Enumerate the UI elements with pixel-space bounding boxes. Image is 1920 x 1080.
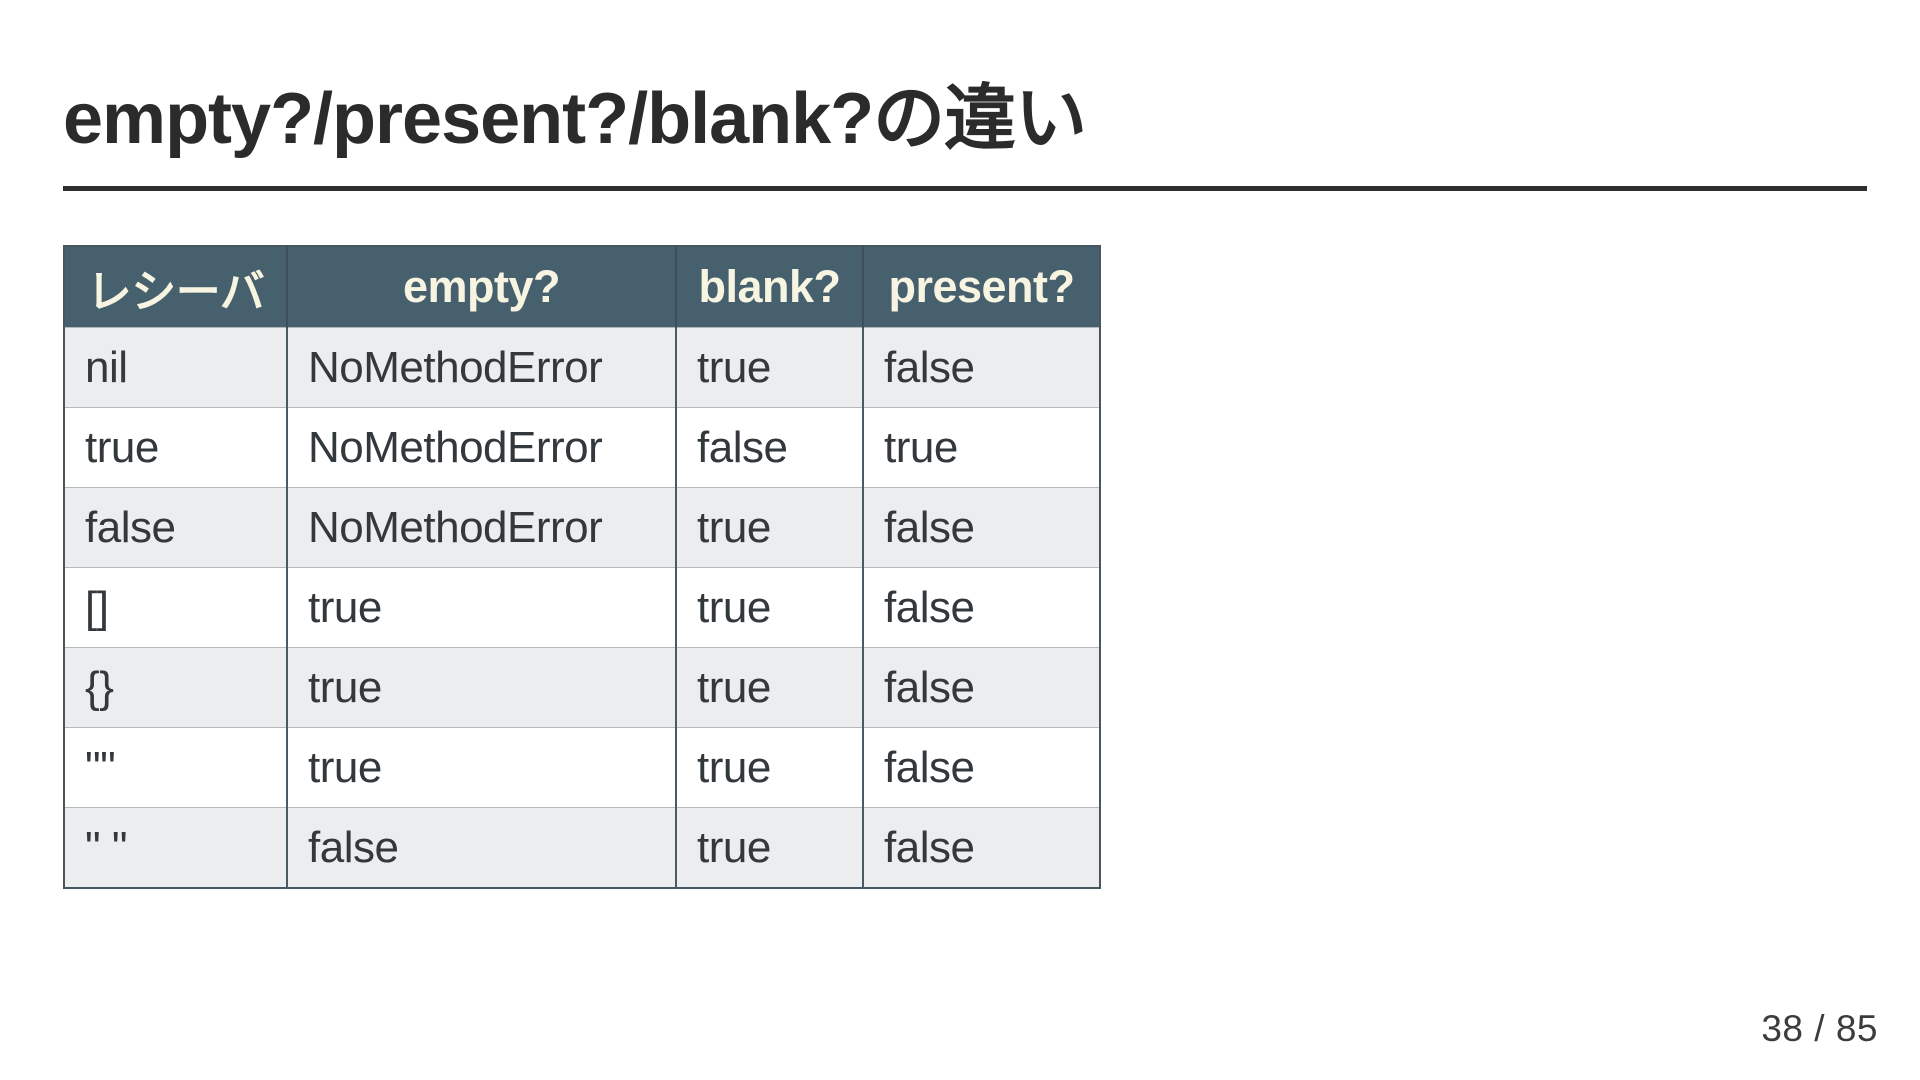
table-row: false NoMethodError true false bbox=[64, 487, 1100, 568]
table-cell: nil bbox=[64, 327, 287, 408]
table-cell: false bbox=[862, 567, 1100, 648]
table-cell: [] bbox=[64, 567, 287, 648]
table-cell: false bbox=[862, 807, 1100, 888]
table-cell: false bbox=[64, 487, 287, 568]
table-cell: " " bbox=[64, 807, 287, 888]
table-row: nil NoMethodError true false bbox=[64, 327, 1100, 408]
table-cell: true bbox=[675, 487, 863, 568]
table-cell: false bbox=[862, 327, 1100, 408]
table-cell: true bbox=[286, 567, 676, 648]
table-row: "" true true false bbox=[64, 727, 1100, 808]
table-cell: true bbox=[675, 727, 863, 808]
table-cell: NoMethodError bbox=[286, 487, 676, 568]
column-header-empty: empty? bbox=[286, 246, 676, 328]
table-cell: true bbox=[286, 727, 676, 808]
table-cell: NoMethodError bbox=[286, 327, 676, 408]
table-cell: true bbox=[675, 327, 863, 408]
column-header-present: present? bbox=[862, 246, 1100, 328]
table-cell: true bbox=[675, 647, 863, 728]
table-row: {} true true false bbox=[64, 647, 1100, 728]
table-cell: false bbox=[862, 647, 1100, 728]
table-cell: true bbox=[286, 647, 676, 728]
table-cell: false bbox=[862, 487, 1100, 568]
table-row: [] true true false bbox=[64, 567, 1100, 648]
table-cell: "" bbox=[64, 727, 287, 808]
comparison-table: レシーバ empty? blank? present? nil NoMethod… bbox=[63, 245, 1101, 889]
table-cell: {} bbox=[64, 647, 287, 728]
column-header-receiver: レシーバ bbox=[64, 246, 287, 328]
table-cell: true bbox=[64, 407, 287, 488]
column-header-blank: blank? bbox=[675, 246, 863, 328]
table-cell: false bbox=[675, 407, 863, 488]
table-row: " " false true false bbox=[64, 807, 1100, 888]
table-cell: NoMethodError bbox=[286, 407, 676, 488]
table-cell: true bbox=[862, 407, 1100, 488]
table-row: true NoMethodError false true bbox=[64, 407, 1100, 488]
table-cell: false bbox=[862, 727, 1100, 808]
table-header-row: レシーバ empty? blank? present? bbox=[64, 246, 1100, 328]
page-title: empty?/present?/blank?の違い bbox=[63, 78, 1867, 191]
table-cell: true bbox=[675, 807, 863, 888]
table-cell: false bbox=[286, 807, 676, 888]
table-cell: true bbox=[675, 567, 863, 648]
page-number: 38 / 85 bbox=[1761, 1008, 1878, 1049]
